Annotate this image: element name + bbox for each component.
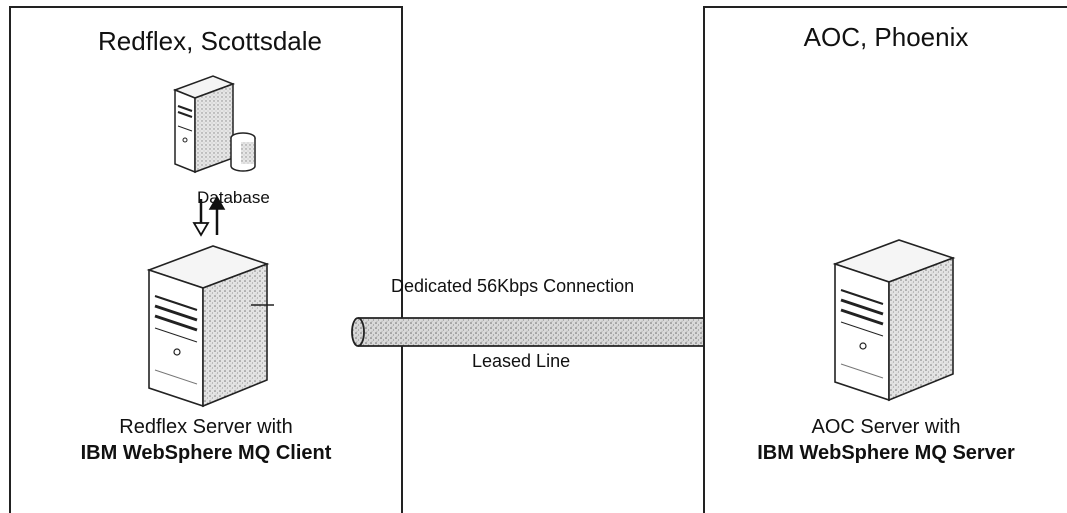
aoc-server-caption-line1: AOC Server with bbox=[811, 416, 961, 438]
redflex-site-box: Redflex, Scottsdale Database bbox=[9, 6, 403, 513]
database-server-icon bbox=[172, 75, 256, 174]
redflex-server-tower-icon bbox=[146, 245, 274, 408]
leased-line-pipe-icon bbox=[351, 317, 720, 347]
redflex-server-caption-line1: Redflex Server with bbox=[119, 416, 293, 438]
redflex-site-title: Redflex, Scottsdale bbox=[97, 26, 322, 56]
aoc-site-title: AOC, Phoenix bbox=[803, 22, 969, 52]
aoc-server-caption: AOC Server with IBM WebSphere MQ Server bbox=[705, 414, 1067, 466]
aoc-site-box: AOC, Phoenix AOC Server with IBM WebSphe… bbox=[703, 6, 1067, 513]
bidirectional-arrows-icon bbox=[192, 195, 226, 237]
aoc-server-caption-line2: IBM WebSphere MQ Server bbox=[757, 442, 1015, 464]
leased-line-label: Leased Line bbox=[472, 351, 571, 371]
connection-label: Dedicated 56Kbps Connection bbox=[391, 276, 635, 296]
aoc-server-tower-icon bbox=[832, 239, 956, 402]
redflex-server-caption: Redflex Server with IBM WebSphere MQ Cli… bbox=[21, 414, 391, 466]
redflex-server-caption-line2: IBM WebSphere MQ Client bbox=[80, 442, 332, 464]
